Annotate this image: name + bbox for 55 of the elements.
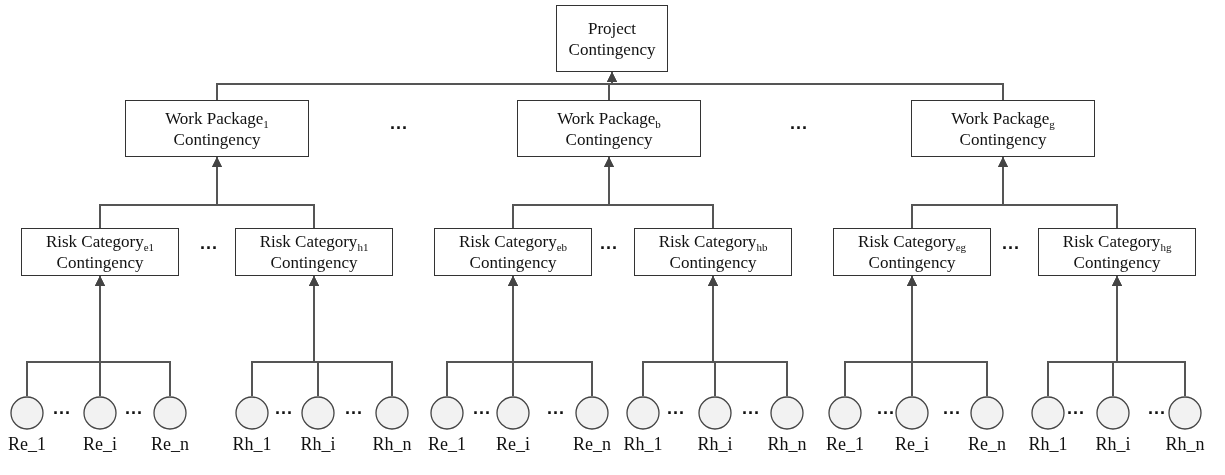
ellipsis: ... bbox=[877, 402, 895, 414]
ellipsis: ... bbox=[53, 402, 71, 414]
risk-label: Rh_i bbox=[1095, 434, 1131, 455]
arrow bbox=[95, 275, 171, 397]
risk-label: Rh_1 bbox=[232, 434, 272, 455]
contingency-box: Risk Category$_{e1}$ Contingency bbox=[21, 228, 179, 276]
contingency-box: Work Package$_{g}$ Contingency bbox=[911, 100, 1095, 157]
risk-label: Re_1 bbox=[428, 434, 466, 455]
contingency-box: Work Package$_{1}$ Contingency bbox=[125, 100, 309, 157]
contingency-box: Risk Category$_{h1}$ Contingency bbox=[235, 228, 393, 276]
risk-label: Re_i bbox=[496, 434, 530, 455]
risk-label: Rh_i bbox=[300, 434, 336, 455]
ellipsis: ... bbox=[943, 402, 961, 414]
arrow bbox=[907, 275, 988, 397]
contingency-box: Risk Category$_{hb}$ Contingency bbox=[634, 228, 792, 276]
ellipsis: ... bbox=[1067, 402, 1085, 414]
ellipsis: ... bbox=[473, 402, 491, 414]
risk-label: Re_i bbox=[83, 434, 117, 455]
contingency-box: Project Contingency bbox=[556, 5, 668, 72]
risk-label: Re_1 bbox=[8, 434, 46, 455]
contingency-box: Work Package$_{b}$ Contingency bbox=[517, 100, 701, 157]
risk-label: Rh_1 bbox=[1028, 434, 1068, 455]
contingency-box: Risk Category$_{eb}$ Contingency bbox=[434, 228, 592, 276]
risk-label: Re_n bbox=[573, 434, 611, 455]
arrow bbox=[212, 156, 315, 229]
ellipsis: ... bbox=[667, 402, 685, 414]
arrow bbox=[508, 275, 593, 397]
ellipsis: ... bbox=[600, 237, 618, 249]
ellipsis: ... bbox=[345, 402, 363, 414]
arrow bbox=[607, 71, 1004, 101]
ellipsis: ... bbox=[790, 117, 808, 129]
ellipsis: ... bbox=[200, 237, 218, 249]
risk-label: Rh_1 bbox=[623, 434, 663, 455]
risk-label: Re_n bbox=[968, 434, 1006, 455]
risk-label: Re_1 bbox=[826, 434, 864, 455]
ellipsis: ... bbox=[125, 402, 143, 414]
ellipsis: ... bbox=[547, 402, 565, 414]
ellipsis: ... bbox=[275, 402, 293, 414]
ellipsis: ... bbox=[742, 402, 760, 414]
risk-label: Re_i bbox=[895, 434, 929, 455]
risk-label: Rh_n bbox=[372, 434, 412, 455]
risk-label: Re_n bbox=[151, 434, 189, 455]
risk-label: Rh_n bbox=[767, 434, 807, 455]
contingency-box: Risk Category$_{eg}$ Contingency bbox=[833, 228, 991, 276]
arrow bbox=[604, 156, 714, 229]
arrow bbox=[998, 156, 1118, 229]
ellipsis: ... bbox=[390, 117, 408, 129]
risk-label: Rh_n bbox=[1165, 434, 1205, 455]
arrow bbox=[708, 275, 788, 397]
arrow bbox=[309, 275, 393, 397]
contingency-box: Risk Category$_{hg}$ Contingency bbox=[1038, 228, 1196, 276]
risk-label: Rh_i bbox=[697, 434, 733, 455]
ellipsis: ... bbox=[1148, 402, 1166, 414]
arrow bbox=[1112, 275, 1186, 397]
ellipsis: ... bbox=[1002, 237, 1020, 249]
